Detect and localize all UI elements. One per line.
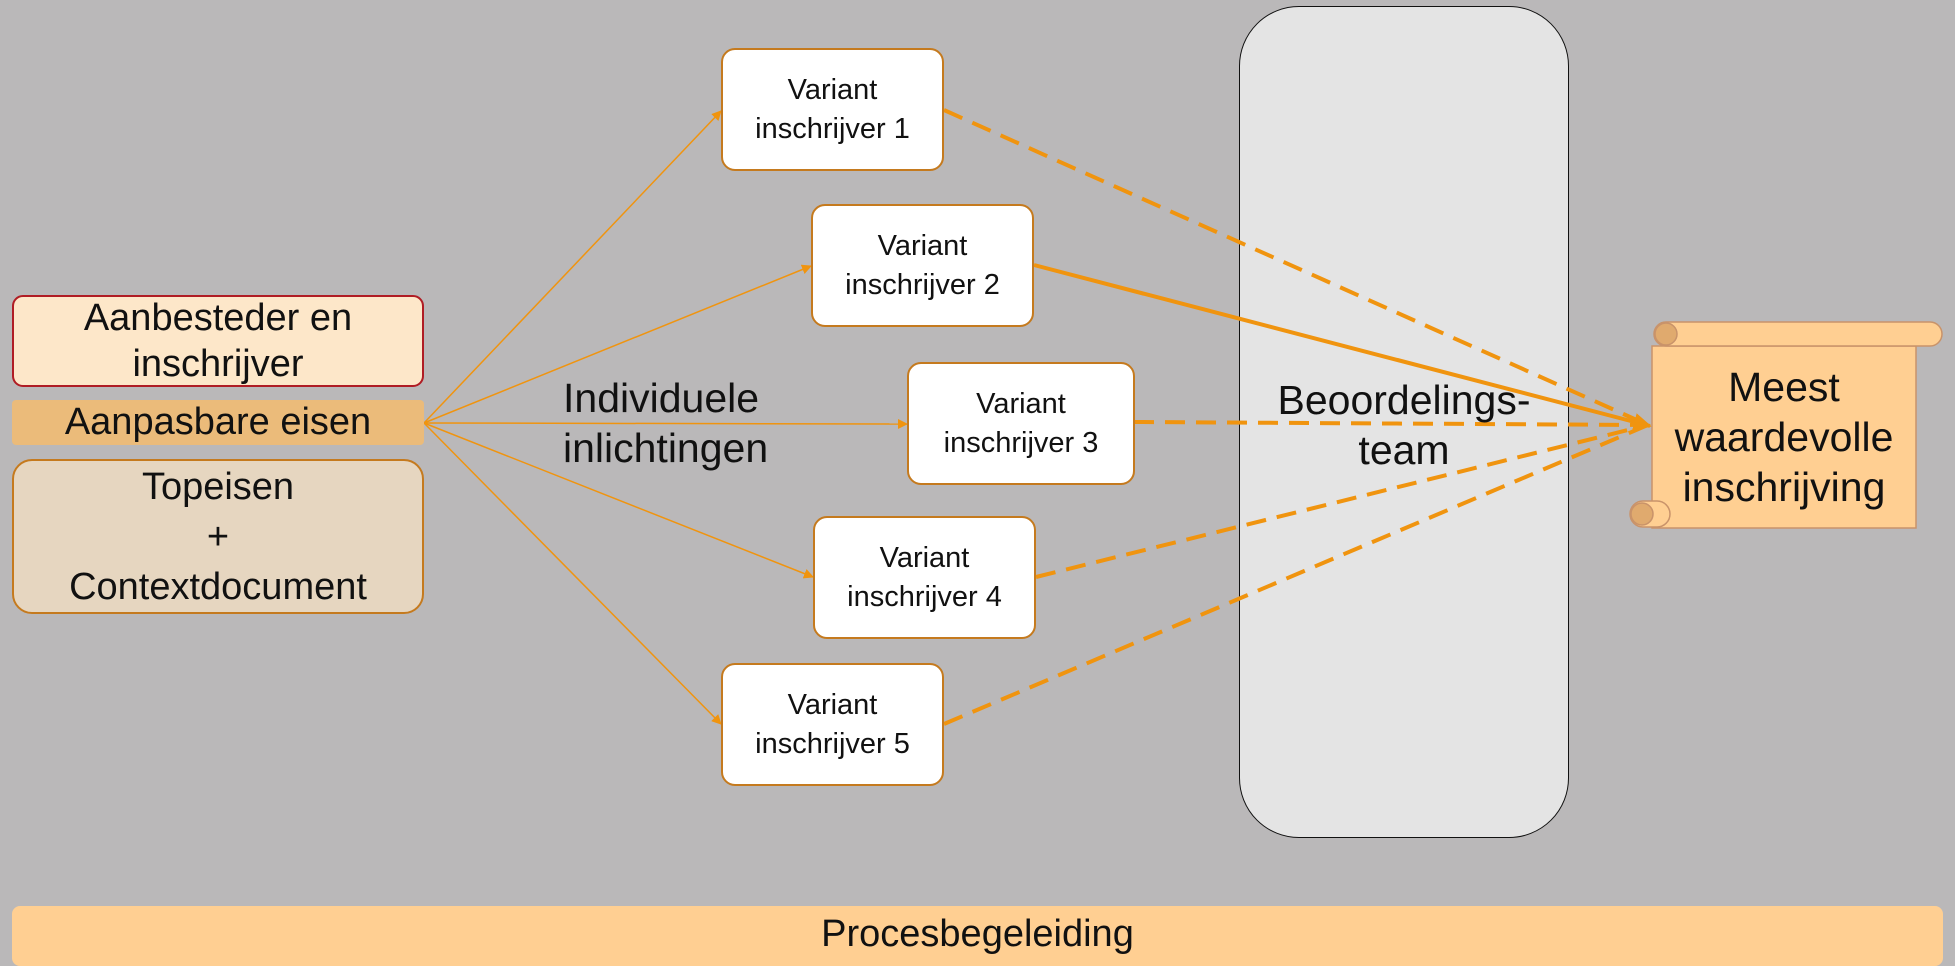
- variant-box-2: Variant inschrijver 2: [811, 204, 1034, 327]
- variant-box-4: Variant inschrijver 4: [813, 516, 1036, 639]
- result-scroll-shape: [1629, 321, 1943, 529]
- arrow-to-variant-3: [423, 418, 908, 429]
- topeisen-label: Topeisen + Contextdocument: [69, 465, 367, 608]
- variant-label-3: Variant inschrijver 3: [943, 387, 1099, 459]
- individuele-inlichtingen-label: Individuele inlichtingen: [563, 375, 769, 471]
- aanpasbare-eisen-box: Aanpasbare eisen: [12, 400, 424, 445]
- dashed-arrow-variant-3-to-result: [1133, 420, 1649, 427]
- aanbesteder-label: Aanbesteder en inschrijver: [83, 297, 353, 385]
- procesbegeleiding-label: Procesbegeleiding: [821, 913, 1134, 955]
- variant-label-4: Variant inschrijver 4: [847, 541, 1002, 613]
- dashed-arrow-variant-5-to-result: [943, 423, 1649, 726]
- variant-box-1: Variant inschrijver 1: [721, 48, 944, 171]
- aanbesteder-box: Aanbesteder en inschrijver: [12, 295, 424, 387]
- result-label: Meest waardevolle inschrijving: [1674, 364, 1894, 510]
- arrow-to-variant-1: [423, 110, 722, 424]
- variant-label-1: Variant inschrijver 1: [755, 73, 910, 145]
- arrow-to-variant-4: [423, 422, 814, 579]
- arrow-to-variant-2: [423, 264, 812, 424]
- variant-box-5: Variant inschrijver 5: [721, 663, 944, 786]
- variant-box-3: Variant inschrijver 3: [907, 362, 1135, 485]
- aanpasbare-eisen-label: Aanpasbare eisen: [64, 401, 372, 443]
- result-label-box: Meest waardevolle inschrijving: [1652, 346, 1916, 528]
- procesbegeleiding-bar: Procesbegeleiding: [12, 906, 1943, 966]
- dashed-arrow-variant-1-to-result: [943, 108, 1649, 427]
- variant-label-2: Variant inschrijver 2: [845, 229, 1000, 301]
- variant-label-5: Variant inschrijver 5: [755, 688, 910, 760]
- dashed-arrow-variant-4-to-result: [1035, 423, 1649, 579]
- review-team-label: Beoordelings- team: [1277, 377, 1531, 473]
- topeisen-box: Topeisen + Contextdocument: [12, 459, 424, 614]
- solid-arrow-variant-2-to-result: [1033, 263, 1652, 431]
- arrow-to-variant-5: [423, 422, 722, 725]
